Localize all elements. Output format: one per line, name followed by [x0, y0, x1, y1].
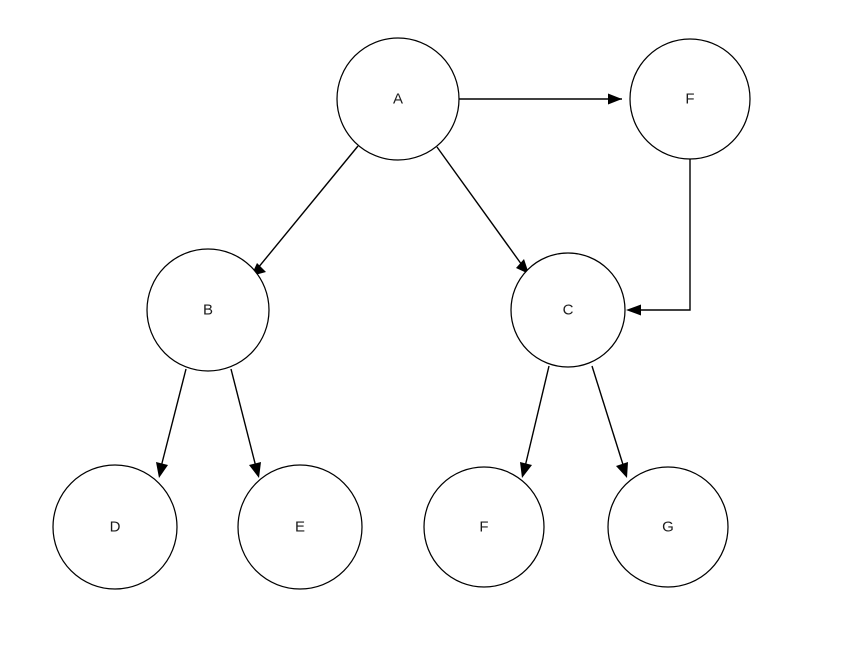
node-circle[interactable] [607, 466, 729, 588]
arrowhead-icon [249, 462, 261, 478]
edge-line [632, 159, 691, 311]
edge-line [523, 365, 550, 472]
edge-line [159, 368, 187, 472]
graph-edge-c-to-f2 [520, 365, 550, 478]
graph-node-f2[interactable]: F [423, 466, 545, 588]
node-circle[interactable] [237, 464, 363, 590]
edge-line [230, 368, 258, 472]
graph-node-g[interactable]: G [607, 466, 729, 588]
graph-edge-c-to-g [591, 365, 628, 478]
graph-node-f1[interactable]: F [629, 38, 751, 160]
node-circle[interactable] [510, 252, 626, 368]
graph-node-d[interactable]: D [52, 464, 178, 590]
node-circle[interactable] [52, 464, 178, 590]
arrowhead-icon [616, 462, 628, 478]
graph-node-e[interactable]: E [237, 464, 363, 590]
node-circle[interactable] [336, 37, 460, 161]
edge-layer [156, 93, 691, 478]
graph-edge-a-to-c [436, 146, 529, 274]
arrowhead-icon [516, 259, 529, 274]
edge-line [436, 146, 528, 273]
arrowhead-icon [156, 462, 168, 478]
graph-edge-f1-to-c [626, 159, 691, 316]
edge-line [252, 145, 359, 275]
arrowhead-icon [520, 462, 532, 478]
node-circle[interactable] [146, 248, 270, 372]
graph-edge-a-to-f1 [459, 93, 622, 105]
edge-line [591, 365, 626, 472]
graph-node-b[interactable]: B [146, 248, 270, 372]
graph-node-c[interactable]: C [510, 252, 626, 368]
graph-edge-b-to-d [156, 368, 187, 478]
node-circle[interactable] [629, 38, 751, 160]
arrowhead-icon [626, 304, 641, 316]
node-circle[interactable] [423, 466, 545, 588]
graph-node-a[interactable]: A [336, 37, 460, 161]
graph-edge-b-to-e [230, 368, 261, 478]
graph-edge-a-to-b [251, 145, 359, 276]
arrowhead-icon [608, 93, 622, 105]
